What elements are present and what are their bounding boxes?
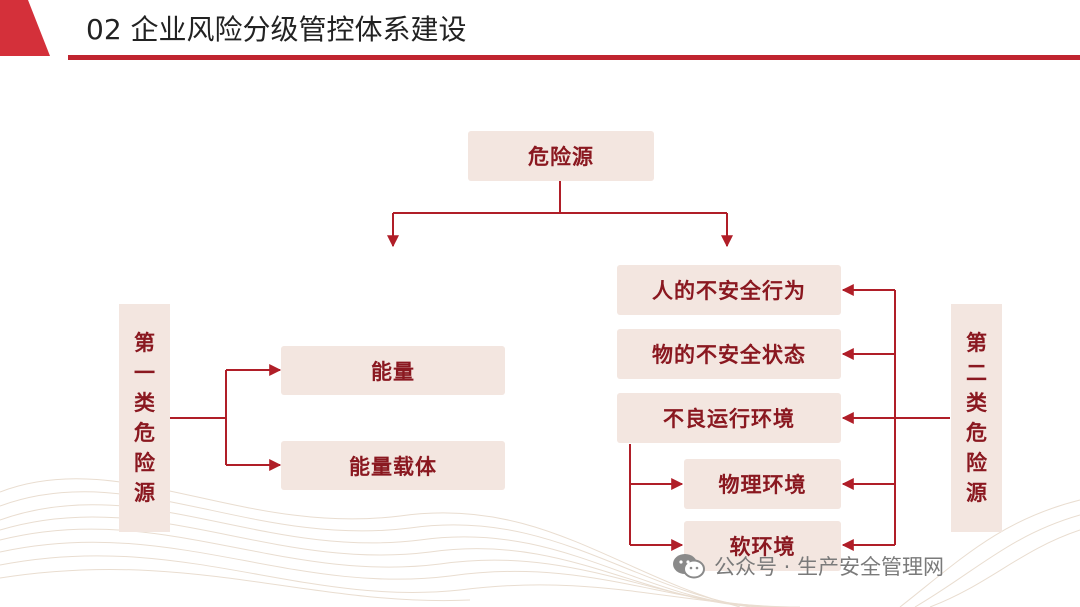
category-one-char: 源 bbox=[134, 478, 155, 508]
category-one-char: 危 bbox=[134, 418, 155, 448]
category-one-char: 第 bbox=[134, 328, 155, 358]
category-one-label: 第 一 类 危 险 源 bbox=[119, 304, 170, 532]
category-two-char: 危 bbox=[966, 418, 987, 448]
node-unsafe-behavior: 人的不安全行为 bbox=[617, 265, 841, 315]
node-unsafe-condition: 物的不安全状态 bbox=[617, 329, 841, 379]
category-two-char: 类 bbox=[966, 388, 987, 418]
category-two-label: 第 二 类 危 险 源 bbox=[951, 304, 1002, 532]
category-one-char: 一 bbox=[134, 358, 155, 388]
wechat-icon bbox=[672, 552, 706, 580]
category-one-char: 险 bbox=[134, 448, 155, 478]
category-two-char: 源 bbox=[966, 478, 987, 508]
category-two-char: 第 bbox=[966, 328, 987, 358]
category-two-char: 险 bbox=[966, 448, 987, 478]
category-two-char: 二 bbox=[966, 358, 987, 388]
watermark-text: 公众号 · 生产安全管理网 bbox=[714, 551, 944, 581]
node-energy-carrier: 能量载体 bbox=[281, 441, 505, 490]
node-energy: 能量 bbox=[281, 346, 505, 395]
watermark: 公众号 · 生产安全管理网 bbox=[672, 548, 944, 584]
node-poor-environment: 不良运行环境 bbox=[617, 393, 841, 443]
category-one-char: 类 bbox=[134, 388, 155, 418]
root-node-hazard-source: 危险源 bbox=[468, 131, 654, 181]
node-physical-environment: 物理环境 bbox=[684, 459, 841, 509]
